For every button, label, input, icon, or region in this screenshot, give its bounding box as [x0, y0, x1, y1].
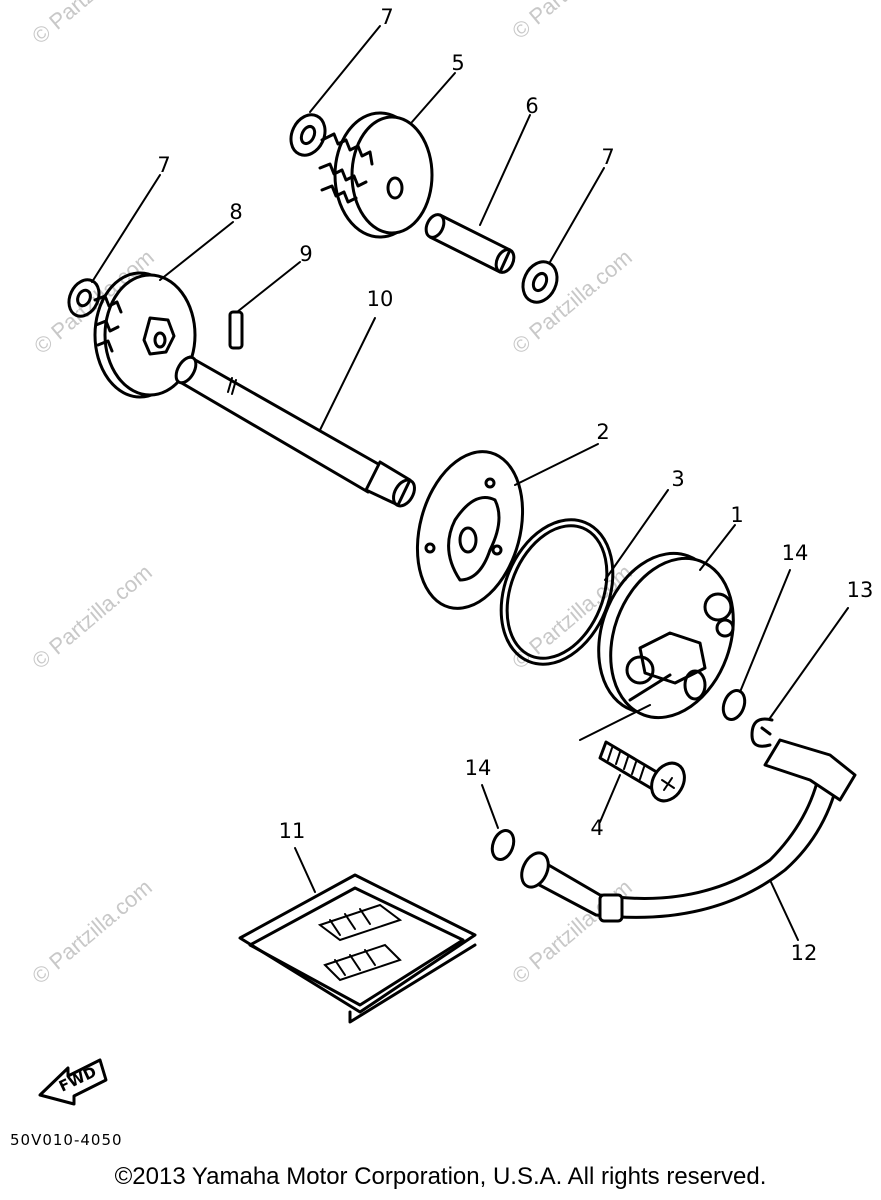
screw-4[interactable] — [579, 704, 691, 807]
strainer-11[interactable] — [238, 873, 477, 1024]
callout-7: 7 — [601, 145, 614, 169]
callout-14: 14 — [465, 756, 492, 780]
callout-5: 5 — [451, 51, 464, 75]
pump-body-1[interactable] — [577, 536, 754, 735]
callout-11: 11 — [279, 819, 306, 843]
watermark: © Partzilla.com — [27, 874, 157, 988]
gear-5[interactable] — [318, 111, 434, 239]
watermark: © Partzilla.com — [507, 244, 637, 358]
callout-12: 12 — [791, 941, 818, 965]
leader-lines — [91, 25, 849, 941]
washer-7-right[interactable] — [517, 256, 564, 308]
callout-10: 10 — [367, 287, 394, 311]
callout-8: 8 — [229, 200, 242, 224]
gear-8[interactable] — [93, 271, 197, 399]
washer-7-top[interactable] — [285, 109, 332, 161]
watermarks: © Partzilla.com © Partzilla.com © Partzi… — [27, 0, 637, 989]
callout-2: 2 — [596, 420, 609, 444]
callout-7: 7 — [157, 153, 170, 177]
o-ring-14-upper[interactable] — [719, 687, 748, 722]
pin-9[interactable] — [228, 310, 244, 350]
watermark: © Partzilla.com — [27, 559, 157, 673]
copyright-notice: ©2013 Yamaha Motor Corporation, U.S.A. A… — [114, 1163, 767, 1190]
watermark: © Partzilla.com — [507, 874, 637, 988]
shaft-6[interactable] — [423, 212, 518, 276]
callout-7: 7 — [380, 5, 393, 29]
pipe-12[interactable] — [517, 738, 857, 923]
callout-3: 3 — [671, 467, 684, 491]
diagram-code: 50V010-4050 — [10, 1131, 123, 1149]
o-ring-14-lower[interactable] — [488, 827, 517, 862]
callout-6: 6 — [525, 94, 538, 118]
callouts: 7 5 6 7 7 8 9 10 2 3 1 14 13 4 14 11 12 — [157, 5, 873, 965]
callout-1: 1 — [730, 503, 743, 527]
shaft-10[interactable] — [172, 354, 419, 510]
callout-4: 4 — [590, 816, 603, 840]
clip-13[interactable] — [750, 717, 774, 748]
fwd-arrow-icon: FWD — [38, 1058, 108, 1106]
plate-2[interactable] — [401, 440, 539, 620]
callout-13: 13 — [847, 578, 874, 602]
callout-14: 14 — [782, 541, 809, 565]
watermark: © Partzilla.com — [27, 0, 157, 49]
callout-9: 9 — [299, 242, 312, 266]
watermark: © Partzilla.com — [507, 0, 637, 44]
